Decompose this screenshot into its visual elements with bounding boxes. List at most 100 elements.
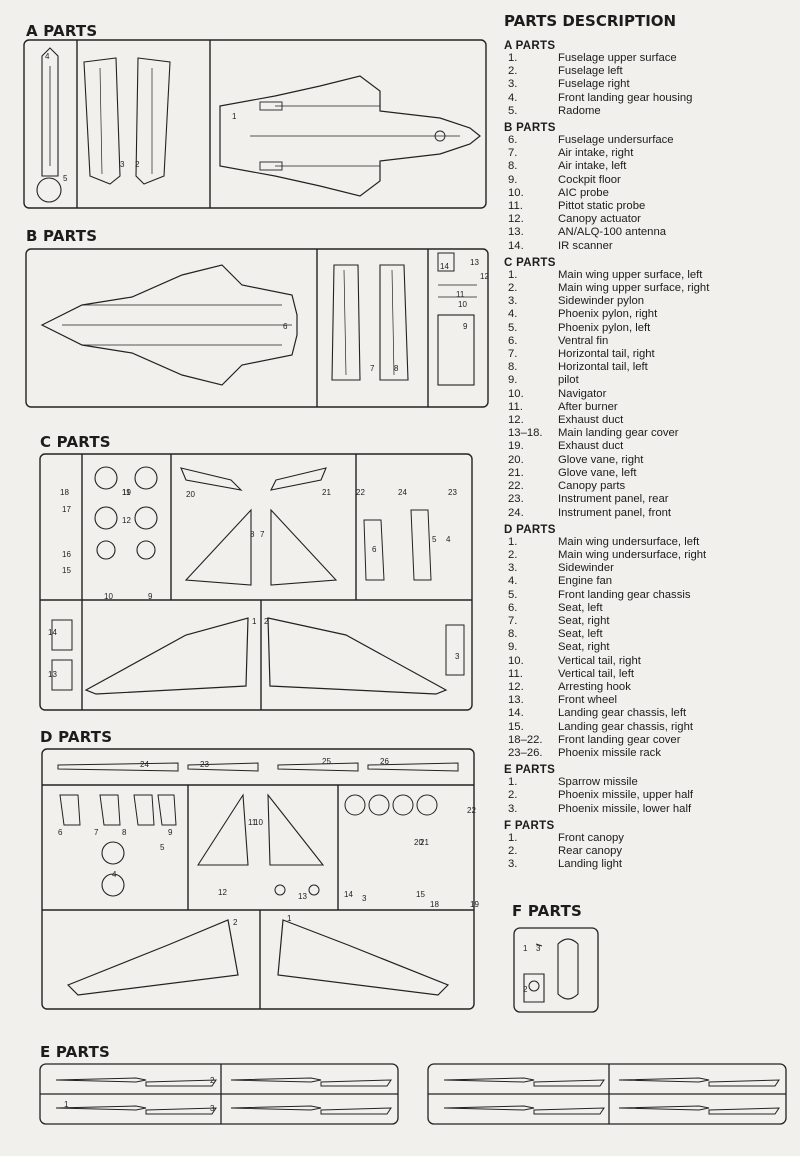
part-number: 1.	[508, 831, 518, 844]
part-row: 14.Landing gear chassis, left	[504, 707, 796, 720]
part-callout: 9	[168, 828, 173, 837]
part-callout: 15	[416, 890, 425, 899]
part-callout: 7	[260, 530, 265, 539]
part-number: 2.	[508, 548, 518, 561]
part-callout: 1	[523, 944, 528, 953]
part-name: Radome	[558, 104, 601, 117]
part-row: 9.pilot	[504, 374, 796, 387]
part-row: 2. Phoenix missile, upper half	[504, 789, 796, 802]
part-callout: 3	[536, 944, 541, 953]
part-name: After burner	[558, 400, 618, 413]
part-row: 12.Canopy actuator	[504, 213, 796, 226]
part-callout: 19	[470, 900, 479, 909]
part-row: 5.Phoenix pylon, left	[504, 322, 796, 335]
part-number: 11.	[508, 667, 523, 680]
part-name: Vertical tail, right	[558, 654, 641, 667]
part-number: 12.	[508, 680, 524, 693]
part-number: 4.	[508, 91, 518, 104]
part-name: Glove vane, right	[558, 453, 644, 466]
part-callout: 1	[287, 914, 292, 923]
part-callout: 1	[232, 112, 237, 121]
part-callout: 1	[252, 617, 257, 626]
part-callout: 8	[122, 828, 127, 837]
parts-description-title: PARTS DESCRIPTION	[504, 12, 677, 30]
part-row: 2.Fuselage left	[504, 65, 796, 78]
part-number: 24.	[508, 506, 524, 519]
part-callout: 20	[414, 838, 423, 847]
section-title-c: C PARTS	[40, 433, 111, 451]
part-number: 15.	[508, 720, 524, 733]
part-row: 1.Main wing undersurface, left	[504, 536, 796, 549]
part-callout: 11	[456, 290, 465, 299]
part-name: Horizontal tail, left	[558, 361, 648, 374]
section-title-b: B PARTS	[26, 227, 98, 245]
part-row: 13–18.Main landing gear cover	[504, 427, 796, 440]
part-row: 2.Main wing upper surface, right	[504, 282, 796, 295]
part-row: 8.Seat, left	[504, 628, 796, 641]
part-callout: 4	[446, 535, 451, 544]
part-name: Instrument panel, front	[558, 506, 672, 519]
part-callout: 1	[64, 1100, 69, 1109]
part-number: 3.	[508, 562, 518, 575]
part-name: Engine fan	[558, 575, 613, 588]
part-callout: 26	[380, 757, 389, 766]
sprue-b	[22, 245, 492, 411]
part-callout: 14	[48, 628, 57, 637]
part-number: 2.	[508, 789, 518, 802]
part-row: 13.Front wheel	[504, 694, 796, 707]
part-callout: 20	[186, 490, 195, 499]
part-name: Phoenix missile, upper half	[558, 789, 694, 802]
part-name: Horizontal tail, right	[558, 348, 655, 361]
part-row: 21.Glove vane, left	[504, 467, 796, 480]
part-name: Fuselage undersurface	[558, 134, 674, 147]
part-number: 5.	[508, 321, 518, 334]
part-callout: 12	[122, 516, 131, 525]
part-row: 23–26. Phoenix missile rack	[504, 747, 796, 760]
parts-group-title: F PARTS	[504, 819, 555, 832]
part-number: 23.	[508, 493, 524, 506]
part-number: 11.	[508, 400, 523, 413]
part-number: 19.	[508, 440, 524, 453]
part-callout: 19	[122, 488, 131, 497]
part-number: 7.	[508, 147, 518, 160]
part-row: 3.Phoenix missile, lower half	[504, 803, 796, 816]
part-row: 1.Fuselage upper surface	[504, 52, 796, 65]
part-number: 2.	[508, 65, 518, 78]
part-callout: 17	[62, 505, 71, 514]
part-callout: 24	[140, 760, 149, 769]
part-row: 10.AIC probe	[504, 187, 796, 200]
part-number: 6.	[508, 601, 518, 614]
part-number: 13.	[508, 226, 524, 239]
part-row: 4.Phoenix pylon, right	[504, 308, 796, 321]
part-row: 5.Radome	[504, 105, 796, 118]
part-name: Phoenix missile rack	[558, 746, 661, 759]
part-number: 14.	[508, 239, 524, 252]
sprue-a	[20, 36, 490, 212]
part-row: 10.Vertical tail, right	[504, 655, 796, 668]
part-number: 8.	[508, 160, 518, 173]
part-callout: 14	[440, 262, 449, 271]
part-row: 8.Air intake, left	[504, 160, 796, 173]
part-number: 7.	[508, 614, 518, 627]
part-callout: 2	[233, 918, 238, 927]
part-number: 6.	[508, 334, 518, 347]
part-number: 10.	[508, 387, 524, 400]
part-callout: 7	[370, 364, 375, 373]
part-row: 13.AN/ALQ-100 antenna	[504, 226, 796, 239]
part-row: 3.Sidewinder pylon	[504, 295, 796, 308]
part-callout: 25	[322, 757, 331, 766]
part-name: Exhaust duct	[558, 440, 624, 453]
part-number: 21.	[508, 466, 524, 479]
part-number: 10.	[508, 186, 524, 199]
part-number: 23–26.	[508, 746, 543, 759]
part-callout: 3	[455, 652, 460, 661]
part-number: 14.	[508, 707, 524, 720]
part-name: Front landing gear chassis	[558, 588, 691, 601]
part-callout: 16	[62, 550, 71, 559]
part-row: 2.Rear canopy	[504, 845, 796, 858]
part-row: 10.Navigator	[504, 388, 796, 401]
part-name: Air intake, right	[558, 147, 634, 160]
part-callout: 8	[250, 530, 255, 539]
